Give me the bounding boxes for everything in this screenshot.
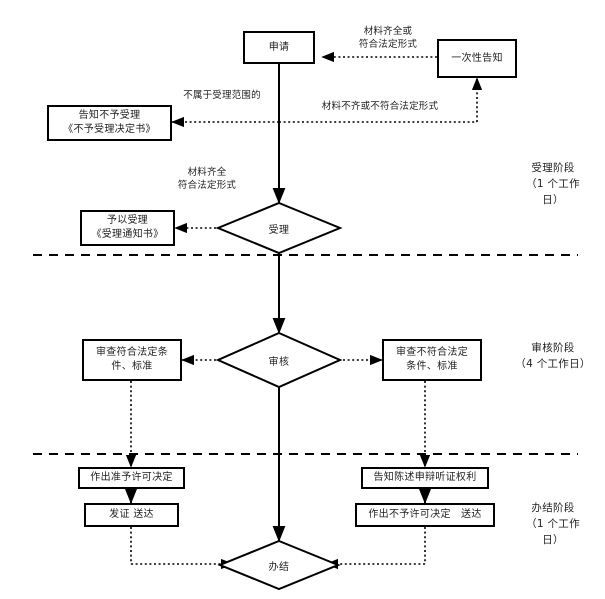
stage-label-review: 审核阶段 （4 个工作日） [515,342,591,370]
stage-label-complete: 办结阶段 （1 个工作 日） [526,502,580,546]
node-issue-deliver-label: 发证 送达 [109,509,154,520]
node-apply-label: 申请 [268,41,290,53]
diamond-accept [215,201,343,255]
diamond-review [215,331,343,389]
node-rights-notice-label: 告知陈述申辩听证权利 [373,472,477,483]
node-apply[interactable]: 申请 [243,31,315,64]
edge-label-materials-incomplete: 材料不齐或不符合法定形式 [321,101,439,112]
node-grant-acceptance-line2: 《受理通知书》 [91,229,164,240]
node-one-time-notice-label: 一次性告知 [451,52,503,64]
node-review-fail-line1: 审查不符合法定 [395,347,469,358]
node-review-pass-line2: 件、标准 [111,361,153,372]
diamond-complete [217,539,341,591]
node-review-fail-line2: 条件、标准 [406,361,458,372]
node-deny-decision-label: 作出不予许可决定 送达 [368,509,482,520]
node-approve-decision-label: 作出准予许可决定 [90,472,173,483]
node-approve-decision[interactable]: 作出准予许可决定 [78,467,185,489]
node-issue-deliver[interactable]: 发证 送达 [84,503,179,527]
edge-label-materials-complete-or-legal: 材料齐全或 符合法定形式 [358,26,418,50]
node-deny-decision[interactable]: 作出不予许可决定 送达 [355,503,495,527]
node-grant-acceptance[interactable]: 予以受理 《受理通知书》 [80,210,175,246]
node-review-pass-line1: 审查符合法定条 [95,347,169,358]
node-one-time-notice[interactable]: 一次性告知 [437,39,517,78]
node-review-pass[interactable]: 审查符合法定条 件、标准 [82,339,182,381]
node-reject-acceptance-line1: 告知不予受理 [78,110,141,121]
edge-label-materials-complete-legal: 材料齐全 符合法定形式 [177,167,237,191]
stage-label-acceptance: 受理阶段 （1 个工作 日） [526,162,580,206]
node-grant-acceptance-line1: 予以受理 [106,215,149,226]
node-reject-acceptance[interactable]: 告知不予受理 《不予受理决定书》 [47,105,172,141]
edge-label-out-of-scope: 不属于受理范围的 [183,90,261,101]
node-rights-notice[interactable]: 告知陈述申辩听证权利 [361,467,489,489]
node-reject-acceptance-line2: 《不予受理决定书》 [63,124,156,135]
node-review-fail[interactable]: 审查不符合法定 条件、标准 [382,339,482,381]
